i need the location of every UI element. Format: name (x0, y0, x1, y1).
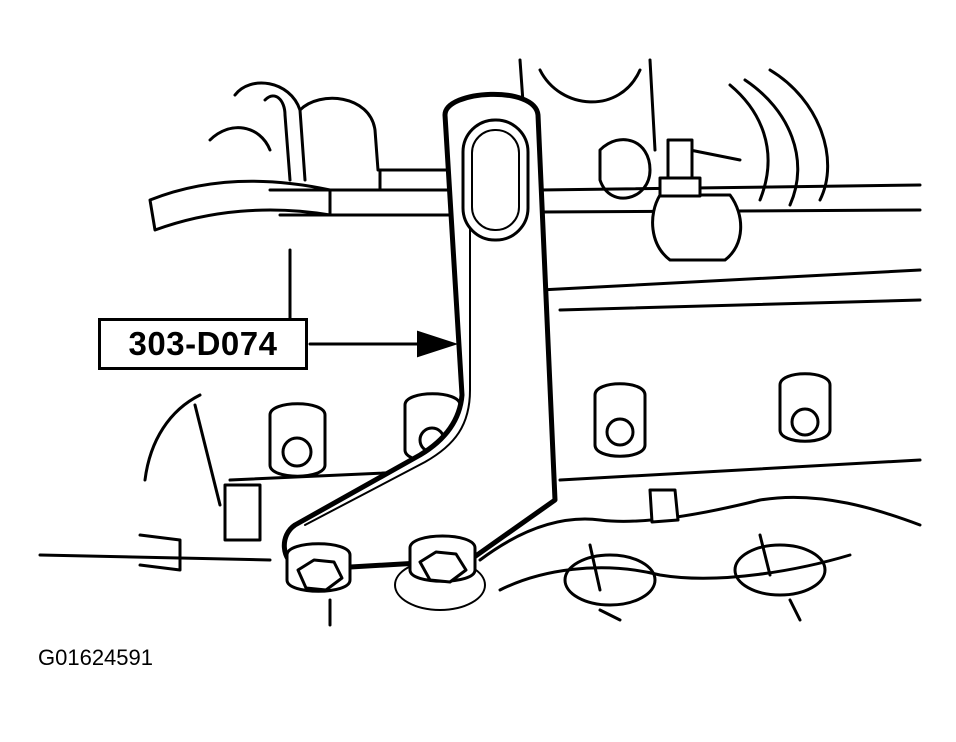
tool-label: 303-D074 (98, 318, 308, 370)
engine-background (38, 58, 922, 627)
special-tool (281, 91, 558, 573)
cover-bolts (268, 372, 832, 478)
cover-bolt (778, 372, 832, 443)
tool-bolts (285, 534, 477, 593)
cover-bolt (593, 382, 647, 458)
tool-bolt (408, 534, 477, 584)
figure-id: G01624591 (38, 645, 153, 670)
cover-bolt (268, 402, 327, 478)
callout-arrow (308, 330, 459, 358)
tool-bolt (285, 542, 352, 593)
